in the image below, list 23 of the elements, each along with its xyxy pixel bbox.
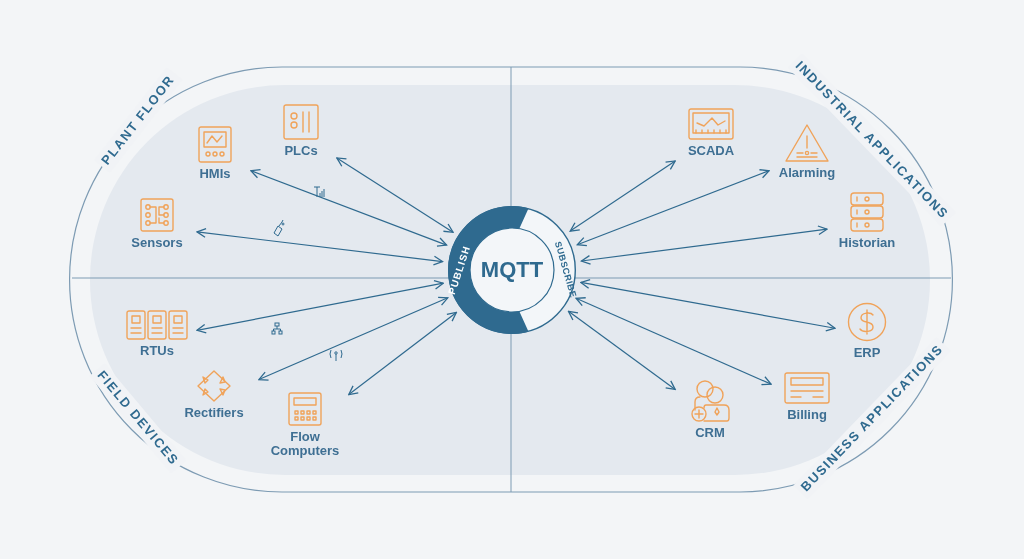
double-arrow (196, 227, 444, 266)
node-label: RTUs (140, 344, 174, 358)
node-label: Sensors (131, 236, 183, 250)
node-label: Rectifiers (184, 406, 244, 420)
double-arrow (196, 279, 444, 334)
double-arrow (575, 297, 772, 386)
double-arrow (567, 310, 676, 391)
double-arrow (348, 311, 457, 396)
node-label: PLCs (284, 144, 318, 158)
node-label: HMIs (199, 167, 231, 181)
double-arrow (258, 296, 449, 381)
double-arrow (569, 160, 676, 232)
double-arrow (580, 279, 836, 332)
double-arrow (580, 225, 828, 265)
double-arrow (250, 169, 448, 247)
double-arrow (576, 169, 770, 247)
node-label: Flow Computers (269, 430, 341, 458)
hub-title: MQTT (479, 256, 545, 284)
node-label: Historian (838, 236, 896, 250)
double-arrow (336, 157, 454, 233)
mqtt-hub (448, 206, 576, 334)
node-label: SCADA (687, 144, 735, 158)
node-label: CRM (695, 426, 725, 440)
